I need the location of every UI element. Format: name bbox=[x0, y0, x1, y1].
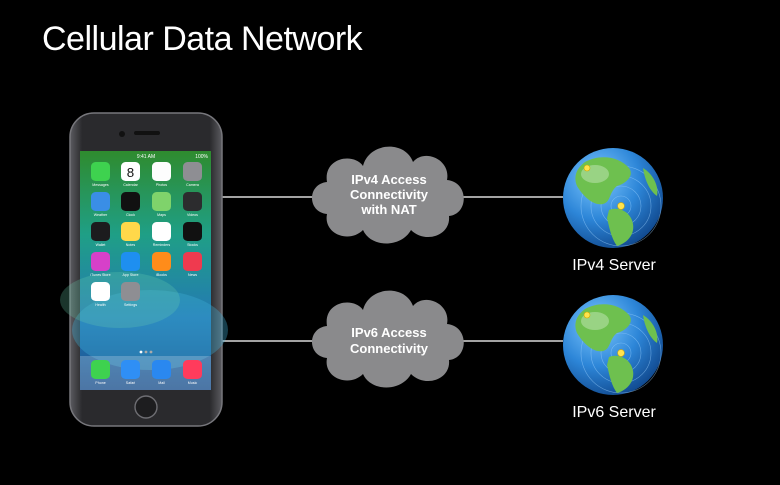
app-label: Messages bbox=[92, 183, 109, 187]
reminders-icon bbox=[152, 222, 171, 241]
home-button[interactable] bbox=[134, 395, 158, 419]
page-indicator-dot bbox=[144, 350, 148, 354]
app-notes[interactable]: Notes bbox=[121, 222, 140, 247]
app-label: Music bbox=[188, 381, 198, 385]
app-itunes-store[interactable]: iTunes Store bbox=[90, 252, 111, 277]
app-news[interactable]: News bbox=[183, 252, 202, 277]
app-stocks[interactable]: Stocks bbox=[183, 222, 202, 247]
ipv4-server-label: IPv4 Server bbox=[572, 257, 656, 274]
camera-icon bbox=[183, 162, 202, 181]
cloud-ipv6-access: IPv6 Access Connectivity bbox=[312, 290, 464, 388]
stocks-icon bbox=[183, 222, 202, 241]
app-ibooks[interactable]: iBooks bbox=[152, 252, 171, 277]
wallpaper-wave bbox=[60, 272, 180, 328]
app-safari[interactable]: Safari bbox=[121, 360, 140, 385]
app-label: Wallet bbox=[96, 243, 106, 247]
page-indicator-dot bbox=[149, 350, 153, 354]
cloud-label-line: Connectivity bbox=[350, 341, 429, 356]
photos-icon bbox=[152, 162, 171, 181]
app-label: App Store bbox=[123, 273, 139, 277]
app-mail[interactable]: Mail bbox=[152, 360, 171, 385]
app-label: Mail bbox=[158, 381, 165, 385]
calendar-icon bbox=[121, 162, 140, 181]
app-maps[interactable]: Maps bbox=[152, 192, 171, 217]
app-label: Videos bbox=[187, 213, 198, 217]
app-label: News bbox=[188, 273, 197, 277]
app-weather[interactable]: Weather bbox=[91, 192, 110, 217]
app-label: iTunes Store bbox=[90, 273, 110, 277]
app-wallet[interactable]: Wallet bbox=[91, 222, 110, 247]
cloud-label-line: with NAT bbox=[360, 202, 416, 217]
news-icon bbox=[183, 252, 202, 271]
phone-icon bbox=[91, 360, 110, 379]
dock-apps: Phone Safari Mail Music bbox=[91, 360, 202, 385]
cloud-label-line: IPv4 Access bbox=[351, 172, 426, 187]
app-label: Safari bbox=[126, 381, 136, 385]
phone-speaker bbox=[134, 131, 160, 135]
app-phone[interactable]: Phone bbox=[91, 360, 110, 385]
app-store-icon bbox=[121, 252, 140, 271]
itunes-store-icon bbox=[91, 252, 110, 271]
page-indicator-dot bbox=[139, 350, 143, 354]
app-clock[interactable]: Clock bbox=[121, 192, 140, 217]
cloud-label-line: Connectivity bbox=[350, 187, 429, 202]
cloud-ipv4-access: IPv4 Access Connectivity with NAT bbox=[312, 146, 464, 244]
app-label: Weather bbox=[94, 213, 108, 217]
app-camera[interactable]: Camera bbox=[183, 162, 202, 187]
app-label: Settings bbox=[124, 303, 137, 307]
app-label: Clock bbox=[126, 213, 135, 217]
messages-icon bbox=[91, 162, 110, 181]
app-app-store[interactable]: App Store bbox=[121, 252, 140, 277]
app-settings[interactable]: Settings bbox=[121, 282, 140, 307]
ibooks-icon bbox=[152, 252, 171, 271]
app-music[interactable]: Music bbox=[183, 360, 202, 385]
wallpaper-wave bbox=[72, 290, 228, 370]
wallet-icon bbox=[91, 222, 110, 241]
clock-icon bbox=[121, 192, 140, 211]
ipv6-server-label: IPv6 Server bbox=[572, 404, 656, 421]
app-label: Calendar bbox=[123, 183, 138, 187]
phone-camera bbox=[119, 131, 125, 137]
app-label: Health bbox=[95, 303, 105, 307]
app-label: Reminders bbox=[153, 243, 171, 247]
ipv6-server-globe bbox=[563, 295, 663, 395]
status-time: 9:41 AM bbox=[137, 154, 155, 160]
health-icon bbox=[91, 282, 110, 301]
notes-icon bbox=[121, 222, 140, 241]
app-reminders[interactable]: Reminders bbox=[152, 222, 171, 247]
app-label: Phone bbox=[95, 381, 105, 385]
app-photos[interactable]: Photos bbox=[152, 162, 171, 187]
weather-icon bbox=[91, 192, 110, 211]
app-label: Maps bbox=[157, 213, 166, 217]
app-label: iBooks bbox=[156, 273, 167, 277]
app-messages[interactable]: Messages bbox=[91, 162, 110, 187]
page-title: Cellular Data Network bbox=[42, 20, 363, 58]
app-health[interactable]: Health bbox=[91, 282, 110, 307]
icon-glyph: 8 bbox=[127, 165, 134, 180]
ipv4-server-globe bbox=[563, 148, 663, 248]
app-label: Stocks bbox=[187, 243, 198, 247]
app-label: Notes bbox=[126, 243, 136, 247]
app-videos[interactable]: Videos bbox=[183, 192, 202, 217]
cloud-label-line: IPv6 Access bbox=[351, 325, 426, 340]
status-battery: 100% bbox=[195, 154, 208, 160]
safari-icon bbox=[121, 360, 140, 379]
maps-icon bbox=[152, 192, 171, 211]
settings-icon bbox=[121, 282, 140, 301]
app-label: Camera bbox=[186, 183, 199, 187]
music-icon bbox=[183, 360, 202, 379]
videos-icon bbox=[183, 192, 202, 211]
mail-icon bbox=[152, 360, 171, 379]
app-label: Photos bbox=[156, 183, 167, 187]
